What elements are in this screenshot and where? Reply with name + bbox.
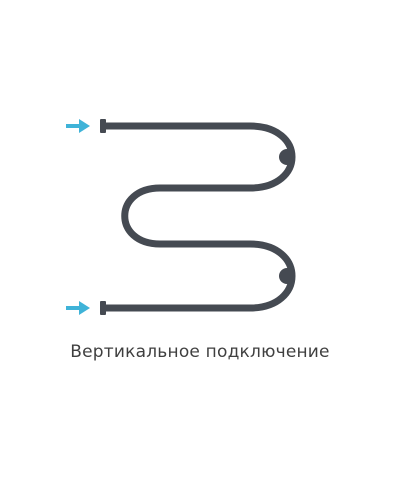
upper-fitting [279, 149, 295, 165]
lower-fitting [279, 268, 295, 284]
connection-type-caption: Вертикальное подключение [70, 342, 330, 362]
top-end-cap [100, 119, 106, 133]
inlet-arrow-icon [66, 119, 90, 133]
outlet-arrow-icon [66, 301, 90, 315]
bottom-end-cap [100, 301, 106, 315]
serpentine-pipe [105, 122, 296, 312]
